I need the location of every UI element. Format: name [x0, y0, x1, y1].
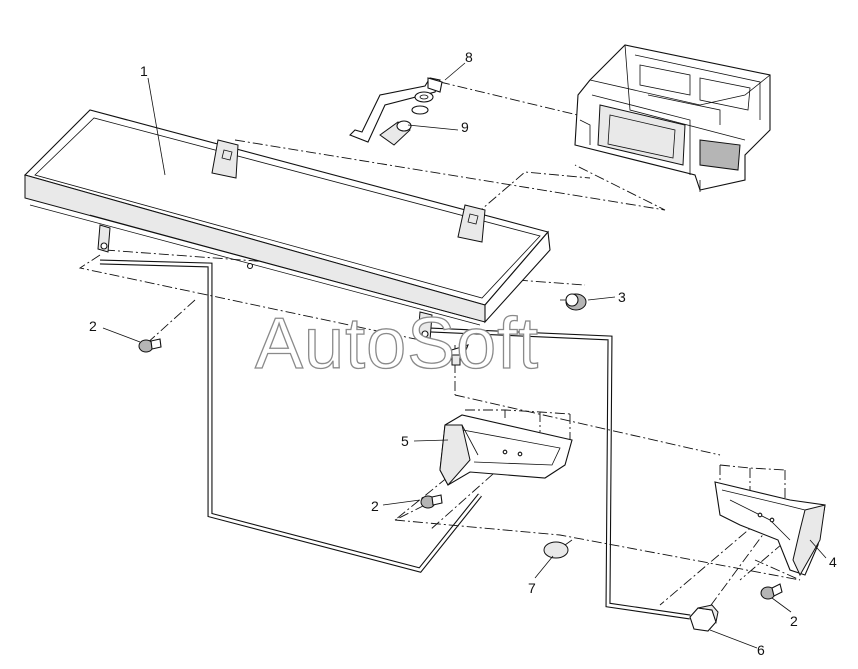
leader-lines	[102, 62, 827, 649]
callout-5: 5	[401, 433, 409, 449]
callout-1: 1	[140, 63, 148, 79]
routing-bundle	[99, 259, 691, 620]
callout-3: 3	[618, 289, 626, 305]
part-4-right-cover	[714, 481, 826, 577]
part-1-tray	[23, 109, 551, 341]
part-5-left-cover	[439, 414, 573, 486]
part-3-grommet	[560, 293, 587, 311]
part-2-bolt-b	[420, 494, 443, 509]
part-2-bolt-a	[138, 338, 162, 353]
callout-9: 9	[461, 119, 469, 135]
part-9-washer-nut	[379, 91, 434, 146]
callout-8: 8	[465, 49, 473, 65]
part-6-hex-nut	[689, 604, 719, 632]
callout-2a: 2	[89, 318, 97, 334]
callout-2b: 2	[371, 498, 379, 514]
part-2-bolt-c	[760, 583, 783, 600]
callout-numbers: 1 8 9 3 2 5 2 4 7 2 6	[89, 49, 837, 658]
center-clip	[443, 344, 469, 366]
watermark-text: AutoSoft	[255, 304, 539, 384]
callout-7: 7	[528, 580, 536, 596]
cab-body-frame	[574, 44, 771, 192]
callout-4: 4	[829, 554, 837, 570]
part-7-round-plug	[543, 539, 573, 559]
callout-2c: 2	[790, 613, 798, 629]
callout-6: 6	[757, 642, 765, 658]
